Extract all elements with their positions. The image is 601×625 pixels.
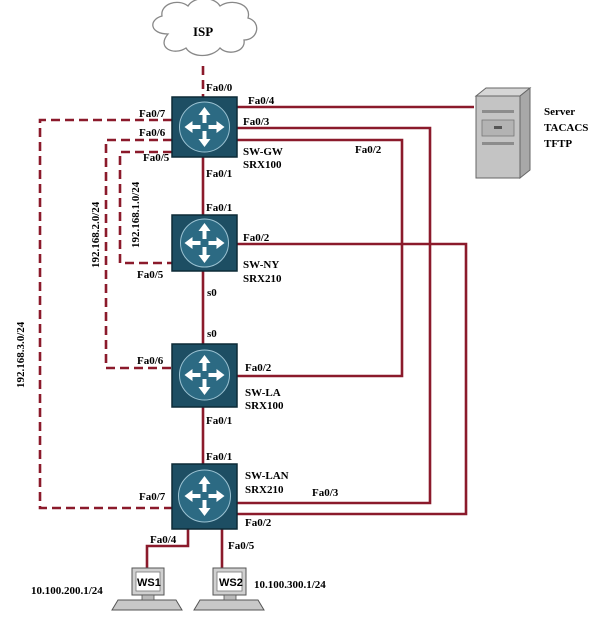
iface-gw-fa07: Fa0/7 bbox=[139, 108, 166, 120]
server-icon bbox=[475, 95, 521, 179]
iface-la-fa06: Fa0/6 bbox=[137, 355, 164, 367]
iface-la-fa01: Fa0/1 bbox=[206, 415, 232, 427]
monitor-stand bbox=[141, 594, 155, 601]
iface-lan-fa01: Fa0/1 bbox=[206, 451, 232, 463]
router-sw-gw bbox=[171, 96, 238, 158]
server-service-tftp: TFTP bbox=[544, 138, 572, 150]
workstation-ws1: WS1 10.100.200.1/24 bbox=[31, 567, 183, 611]
router-la-model: SRX100 bbox=[245, 400, 284, 412]
monitor-screen bbox=[135, 571, 161, 592]
server-side bbox=[519, 86, 531, 180]
iface-la-fa02: Fa0/2 bbox=[245, 362, 272, 374]
iface-lan-fa04: Fa0/4 bbox=[150, 534, 177, 546]
router-gw-name: SW-GW bbox=[243, 146, 283, 158]
isp-cloud: ISP bbox=[152, 0, 258, 57]
router-lan-model: SRX210 bbox=[245, 484, 284, 496]
link-ny-lan-fa02 bbox=[237, 242, 468, 516]
network-label-net3: 192.168.3.0/24 bbox=[15, 321, 27, 388]
link-gw-la-fa02 bbox=[237, 138, 404, 378]
router-ny-model: SRX210 bbox=[243, 273, 282, 285]
ws1-label: WS1 bbox=[137, 577, 161, 589]
iface-gw-fa01: Fa0/1 bbox=[206, 168, 232, 180]
router-gw-model: SRX100 bbox=[243, 159, 282, 171]
router-sw-la bbox=[171, 343, 238, 408]
keyboard-icon bbox=[111, 599, 183, 611]
iface-gw-fa00: Fa0/0 bbox=[206, 82, 233, 94]
router-disc bbox=[178, 469, 231, 523]
iface-la-s0: s0 bbox=[207, 328, 217, 340]
iface-lan-fa05: Fa0/5 bbox=[228, 540, 255, 552]
iface-ny-s0: s0 bbox=[207, 287, 217, 299]
link-lan-ws1 bbox=[145, 529, 190, 568]
router-sw-lan bbox=[171, 463, 238, 530]
router-sw-ny bbox=[171, 214, 238, 272]
iface-lan-fa03: Fa0/3 bbox=[312, 487, 339, 499]
iface-lan-fa07: Fa0/7 bbox=[139, 491, 166, 503]
router-disc bbox=[179, 349, 230, 401]
link-gw-lan-fa03 bbox=[237, 126, 432, 505]
router-disc bbox=[180, 218, 229, 268]
isp-label: ISP bbox=[193, 24, 213, 39]
link-net1-dashed bbox=[118, 150, 172, 265]
router-la-name: SW-LA bbox=[245, 387, 281, 399]
ws2-label: WS2 bbox=[219, 577, 243, 589]
network-label-net2: 192.168.2.0/24 bbox=[90, 201, 102, 268]
router-disc bbox=[179, 101, 230, 153]
server-drive-handle bbox=[494, 126, 502, 129]
monitor-stand bbox=[223, 594, 237, 601]
iface-gw-fa05: Fa0/5 bbox=[143, 152, 170, 164]
server-label: Server bbox=[544, 106, 575, 118]
links bbox=[38, 66, 474, 568]
server: Server TACACS TFTP bbox=[474, 86, 588, 180]
link-net3-dashed bbox=[38, 118, 172, 510]
ws2-ip: 10.100.300.1/24 bbox=[254, 579, 326, 591]
keyboard-icon bbox=[193, 599, 265, 611]
iface-gw-fa04: Fa0/4 bbox=[248, 95, 275, 107]
iface-ny-fa02: Fa0/2 bbox=[243, 232, 270, 244]
router-lan-name: SW-LAN bbox=[245, 470, 289, 482]
ws1-ip: 10.100.200.1/24 bbox=[31, 585, 103, 597]
iface-ny-fa05: Fa0/5 bbox=[137, 269, 164, 281]
link-net2-dashed bbox=[104, 138, 172, 370]
server-service-tacacs: TACACS bbox=[544, 122, 588, 134]
server-slot bbox=[482, 142, 514, 145]
cloud-icon bbox=[152, 0, 258, 57]
interface-labels: Fa0/0 Fa0/4 Fa0/7 Fa0/3 Fa0/6 Fa0/2 Fa0/… bbox=[137, 82, 382, 552]
workstation-ws2: WS2 10.100.300.1/24 bbox=[193, 567, 326, 611]
iface-ny-fa01: Fa0/1 bbox=[206, 202, 232, 214]
router-ny-name: SW-NY bbox=[243, 259, 279, 271]
server-slot bbox=[482, 110, 514, 113]
network-label-net1: 192.168.1.0/24 bbox=[130, 181, 142, 248]
iface-gw-fa06: Fa0/6 bbox=[139, 127, 166, 139]
monitor-screen bbox=[216, 571, 243, 592]
iface-lan-fa02: Fa0/2 bbox=[245, 517, 272, 529]
iface-gw-fa03: Fa0/3 bbox=[243, 116, 270, 128]
iface-gw-fa02: Fa0/2 bbox=[355, 144, 382, 156]
